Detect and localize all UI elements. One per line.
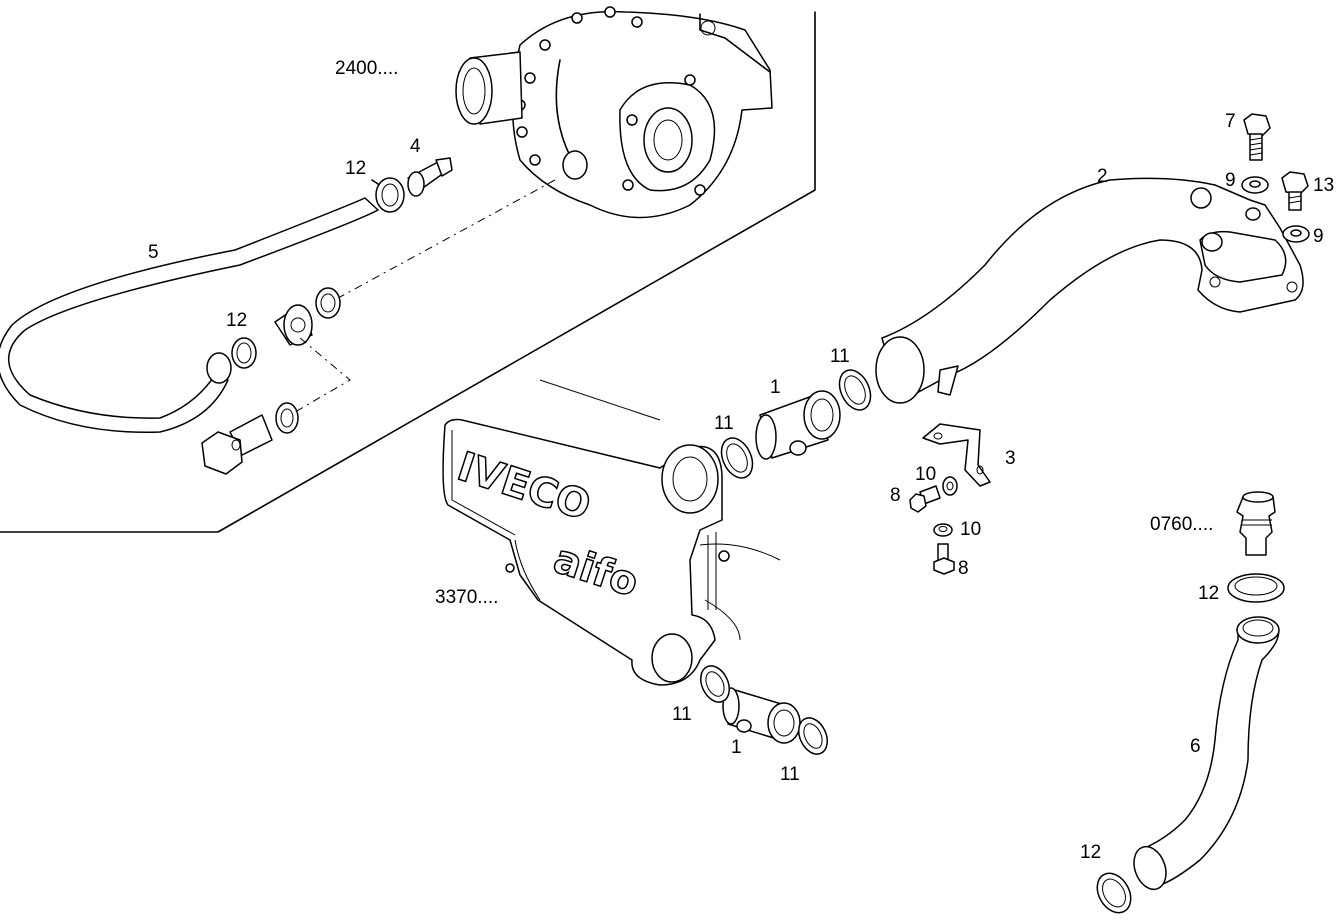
part-11-oring-c [699,665,731,703]
part-label-12-d: 12 [1080,842,1101,863]
part-11-oring-b [838,369,872,411]
part-12-hose-clamp-d [1096,872,1132,914]
part-label-11-a: 11 [830,346,850,367]
part-label-1-a: 1 [770,377,781,398]
part-label-3: 3 [1005,448,1016,469]
part-label-10-b: 10 [960,519,981,540]
fitting-0760 [1236,491,1276,556]
part-12-hose-clamp-c [1227,573,1285,603]
part-label-7: 7 [1225,111,1236,132]
part-3-bracket [922,423,991,487]
part-11-oring-a [720,437,754,479]
part-label-12-c: 12 [1198,583,1219,604]
part-10-washer-a [942,476,958,496]
ref-label-0760: 0760.... [1150,514,1213,535]
ref-label-3370: 3370.... [435,587,498,608]
part-11-oring-d [797,717,829,755]
part-label-9-a: 9 [1225,170,1236,191]
part-label-5: 5 [148,242,159,263]
turbocharger-housing [455,6,773,219]
part-12-hose-clamp-lower [231,337,257,369]
part-2-coolant-pipe [875,177,1304,404]
panel-border [0,11,816,533]
part-label-4: 4 [410,136,421,157]
part-label-11-c: 11 [672,704,692,725]
part-13-bolt [1281,171,1309,211]
part-label-11-d: 11 [780,764,800,785]
alignment-line-upper [339,179,556,298]
part-12-hose-clamp [371,177,405,213]
intercooler-body: IVECO aifo [442,379,781,686]
part-4-union-fitting [407,157,453,197]
part-label-12-a: 12 [345,158,366,179]
part-5-return-hose [0,197,379,434]
part-8-screw-b [933,543,955,575]
alignment-line-lower [294,337,351,413]
part-6-hose [1133,616,1280,891]
part-label-13: 13 [1313,175,1334,196]
part-label-6: 6 [1190,736,1201,757]
part-7-bolt [1243,113,1271,161]
part-label-8-a: 8 [890,485,901,506]
part-label-12-b: 12 [226,310,247,331]
part-label-2: 2 [1097,166,1108,187]
part-label-10-a: 10 [915,464,936,485]
part-label-1-b: 1 [731,737,742,758]
part-10-nut-b [933,523,953,537]
part-label-11-b: 11 [714,413,734,434]
part-label-9-b: 9 [1313,226,1324,247]
part-9-washer-upper [1241,176,1269,194]
part-8-screw-a [909,485,941,513]
part-1-tube-lower [722,687,801,744]
banjo-union-assembly [201,287,341,475]
ref-label-2400: 2400.... [335,58,398,79]
part-1-tube-upper [755,390,841,460]
part-label-8-b: 8 [958,558,969,579]
part-9-washer-lower [1282,225,1310,243]
